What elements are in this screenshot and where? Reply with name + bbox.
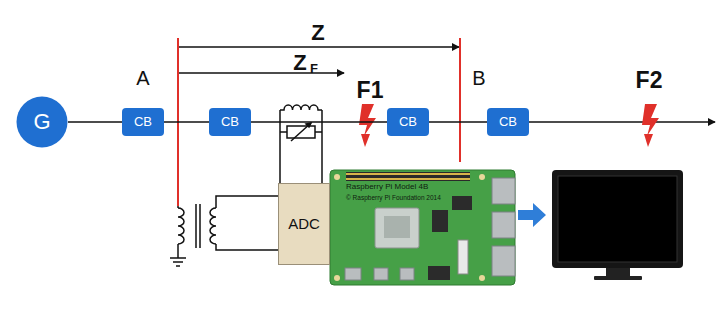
monitor-part: [594, 276, 642, 280]
fault-symbols-part: [361, 134, 370, 147]
node-label: G: [33, 110, 50, 134]
node-label: CB: [221, 115, 239, 129]
impedance-arrows-part: [178, 72, 344, 74]
voltage-transformer-part: [210, 208, 216, 244]
fault-label: F1: [357, 79, 384, 102]
impedance-arrows: [178, 47, 459, 73]
current-transformer: [280, 105, 322, 183]
raspberry-pi-board-part: [334, 174, 340, 180]
voltage-transformer-part: [170, 257, 186, 259]
voltage-transformer-part: [176, 265, 180, 267]
boundary-lines-part: [459, 38, 461, 162]
raspberry-pi-board-part: [330, 170, 515, 285]
voltage-transformer-part: [199, 204, 201, 248]
raspberry-pi-board-part: [479, 275, 485, 281]
raspberry-pi-board-part: [458, 240, 468, 274]
impedance-label: Z: [293, 52, 306, 74]
feeder-line: [529, 121, 715, 123]
generator-circle: G: [16, 96, 68, 148]
circuit-breaker: CB: [122, 108, 164, 136]
circuit-breaker: CB: [487, 108, 529, 136]
raspberry-pi-board-part: [492, 178, 515, 204]
fault-symbols-part: [359, 104, 376, 136]
fault-symbols-part: [642, 104, 659, 136]
voltage-transformer-part: [216, 244, 278, 250]
monitor-part: [552, 170, 683, 268]
line-segment: [164, 121, 209, 123]
line-segment: [251, 121, 387, 123]
node-label: CB: [499, 115, 517, 129]
circuit-breaker: CB: [209, 108, 251, 136]
voltage-transformer-part: [177, 244, 179, 258]
current-transformer-part: [315, 131, 322, 133]
line-segment: [68, 121, 122, 123]
subscript-label: F: [310, 62, 318, 75]
voltage-transformer-part: [178, 208, 184, 244]
raspberry-pi-board-part: [432, 210, 448, 232]
raspberry-pi-board-part: [334, 275, 340, 281]
raspberry-pi: Raspberry Pi Model 4B © Raspberry Pi Foun…: [330, 170, 515, 285]
raspberry-pi-board-part: [346, 172, 470, 181]
bus-label: A: [136, 68, 149, 88]
fault-symbols-part: [644, 134, 653, 147]
circuit-breaker: CB: [387, 108, 429, 136]
monitor-part: [558, 176, 677, 262]
fault-label: F2: [636, 69, 663, 92]
voltage-transformer: [170, 196, 278, 266]
raspberry-pi-board-part: [374, 268, 388, 280]
node-label: CB: [399, 115, 417, 129]
raspberry-pi-board-part: [428, 266, 450, 280]
raspberry-pi-board-part: [452, 196, 472, 210]
raspberry-pi-board-part: [492, 246, 515, 276]
voltage-transformer-part: [216, 196, 278, 208]
raspberry-pi-board-part: [479, 174, 485, 180]
voltage-transformer-part: [173, 261, 183, 263]
current-transformer-part: [280, 105, 322, 110]
voltage-transformer-part: [195, 204, 197, 248]
current-transformer-part: [291, 123, 311, 141]
current-transformer-part: [280, 131, 287, 133]
node-label: CB: [134, 115, 152, 129]
current-transformer-part: [306, 123, 311, 127]
fault-symbols: [359, 104, 659, 147]
line-segment: [429, 121, 487, 123]
adc-box: ADC: [278, 183, 330, 265]
raspberry-pi-board-part: [492, 212, 515, 238]
current-transformer-part: [321, 110, 323, 183]
board-copyright: © Raspberry Pi Foundation 2014: [346, 194, 441, 201]
raspberry-pi-board-part: [346, 178, 470, 180]
raspberry-pi-board-part: [400, 268, 414, 280]
bus-label: B: [472, 68, 485, 88]
node-label: ADC: [288, 216, 320, 233]
raspberry-pi-board-part: [375, 208, 419, 248]
impedance-label: Z: [311, 22, 324, 44]
raspberry-pi-board-part: [384, 216, 410, 238]
current-transformer-part: [279, 110, 281, 183]
raspberry-pi-board-part: [345, 268, 361, 280]
board-name: Raspberry Pi Model 4B: [346, 183, 428, 192]
data-arrow: [518, 203, 546, 227]
monitor: [552, 170, 683, 280]
impedance-arrows-part: [178, 46, 459, 48]
generator-circle-shape: [17, 97, 68, 148]
raspberry-pi-board: [330, 170, 515, 285]
monitor-part: [606, 268, 630, 276]
raspberry-pi-board-part: [346, 173, 470, 175]
